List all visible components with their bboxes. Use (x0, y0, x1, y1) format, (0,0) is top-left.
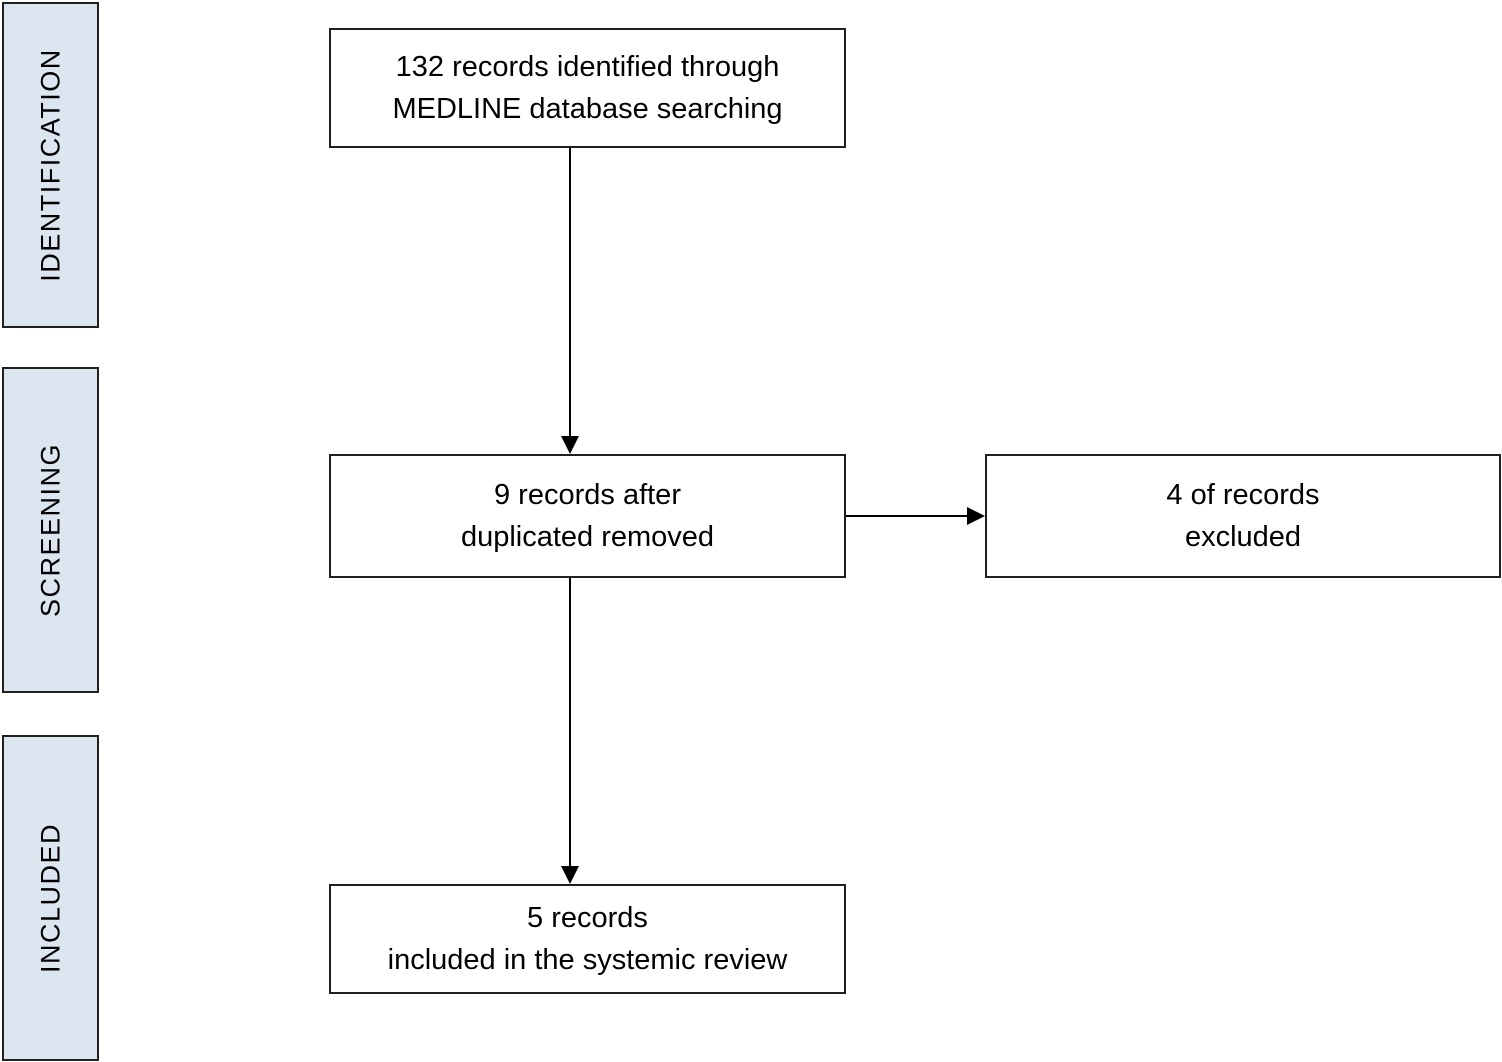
excluded-records-line-1: 4 of records (1166, 479, 1320, 511)
identified-records-line-1: 132 records identified through (395, 51, 780, 83)
included-records-line-1: 5 records (527, 902, 648, 934)
identified-records-line-2: MEDLINE database searching (392, 93, 783, 125)
included-records-line-2: included in the systemic review (387, 944, 788, 976)
identified-records-box: 132 records identified through MEDLINE d… (329, 28, 846, 148)
phase-included-band: INCLUDED (2, 735, 99, 1061)
included-records-box: 5 records included in the systemic revie… (329, 884, 846, 994)
excluded-records-line-2: excluded (1184, 521, 1302, 553)
excluded-records-box: 4 of records excluded (985, 454, 1501, 578)
screened-records-line-1: 9 records after (494, 479, 681, 511)
phase-screening-band: SCREENING (2, 367, 99, 693)
arrow-screened-to-excluded (846, 507, 985, 525)
arrow-identified-to-screened (561, 148, 579, 454)
screened-records-box: 9 records after duplicated removed (329, 454, 846, 578)
phase-identification-band: IDENTIFICATION (2, 2, 99, 328)
screened-records-line-2: duplicated removed (460, 521, 715, 553)
arrow-screened-to-included (561, 578, 579, 884)
